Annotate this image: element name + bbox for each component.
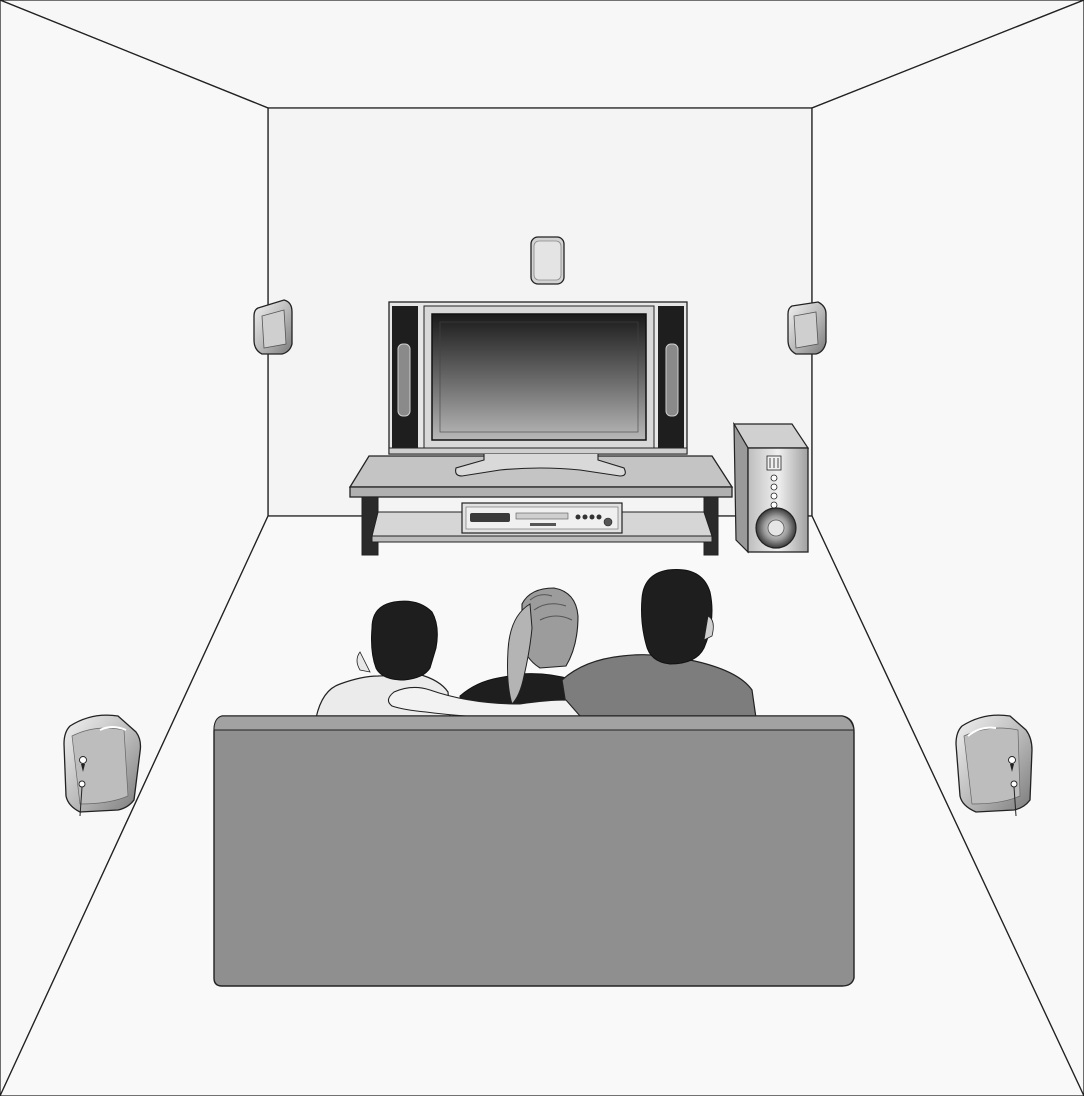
television (389, 302, 687, 476)
sofa-back (214, 716, 854, 986)
front-left-speaker (254, 300, 292, 354)
right-viewer-head (642, 569, 713, 664)
surround-right-speaker (956, 715, 1032, 816)
left-viewer-head (372, 601, 438, 680)
surround-left-speaker (64, 715, 141, 816)
front-right-speaker (788, 302, 826, 354)
center-speaker (531, 237, 564, 284)
dvd-player (462, 503, 622, 533)
sofa (214, 716, 854, 986)
subwoofer (734, 424, 808, 552)
tv-screen (432, 314, 646, 440)
